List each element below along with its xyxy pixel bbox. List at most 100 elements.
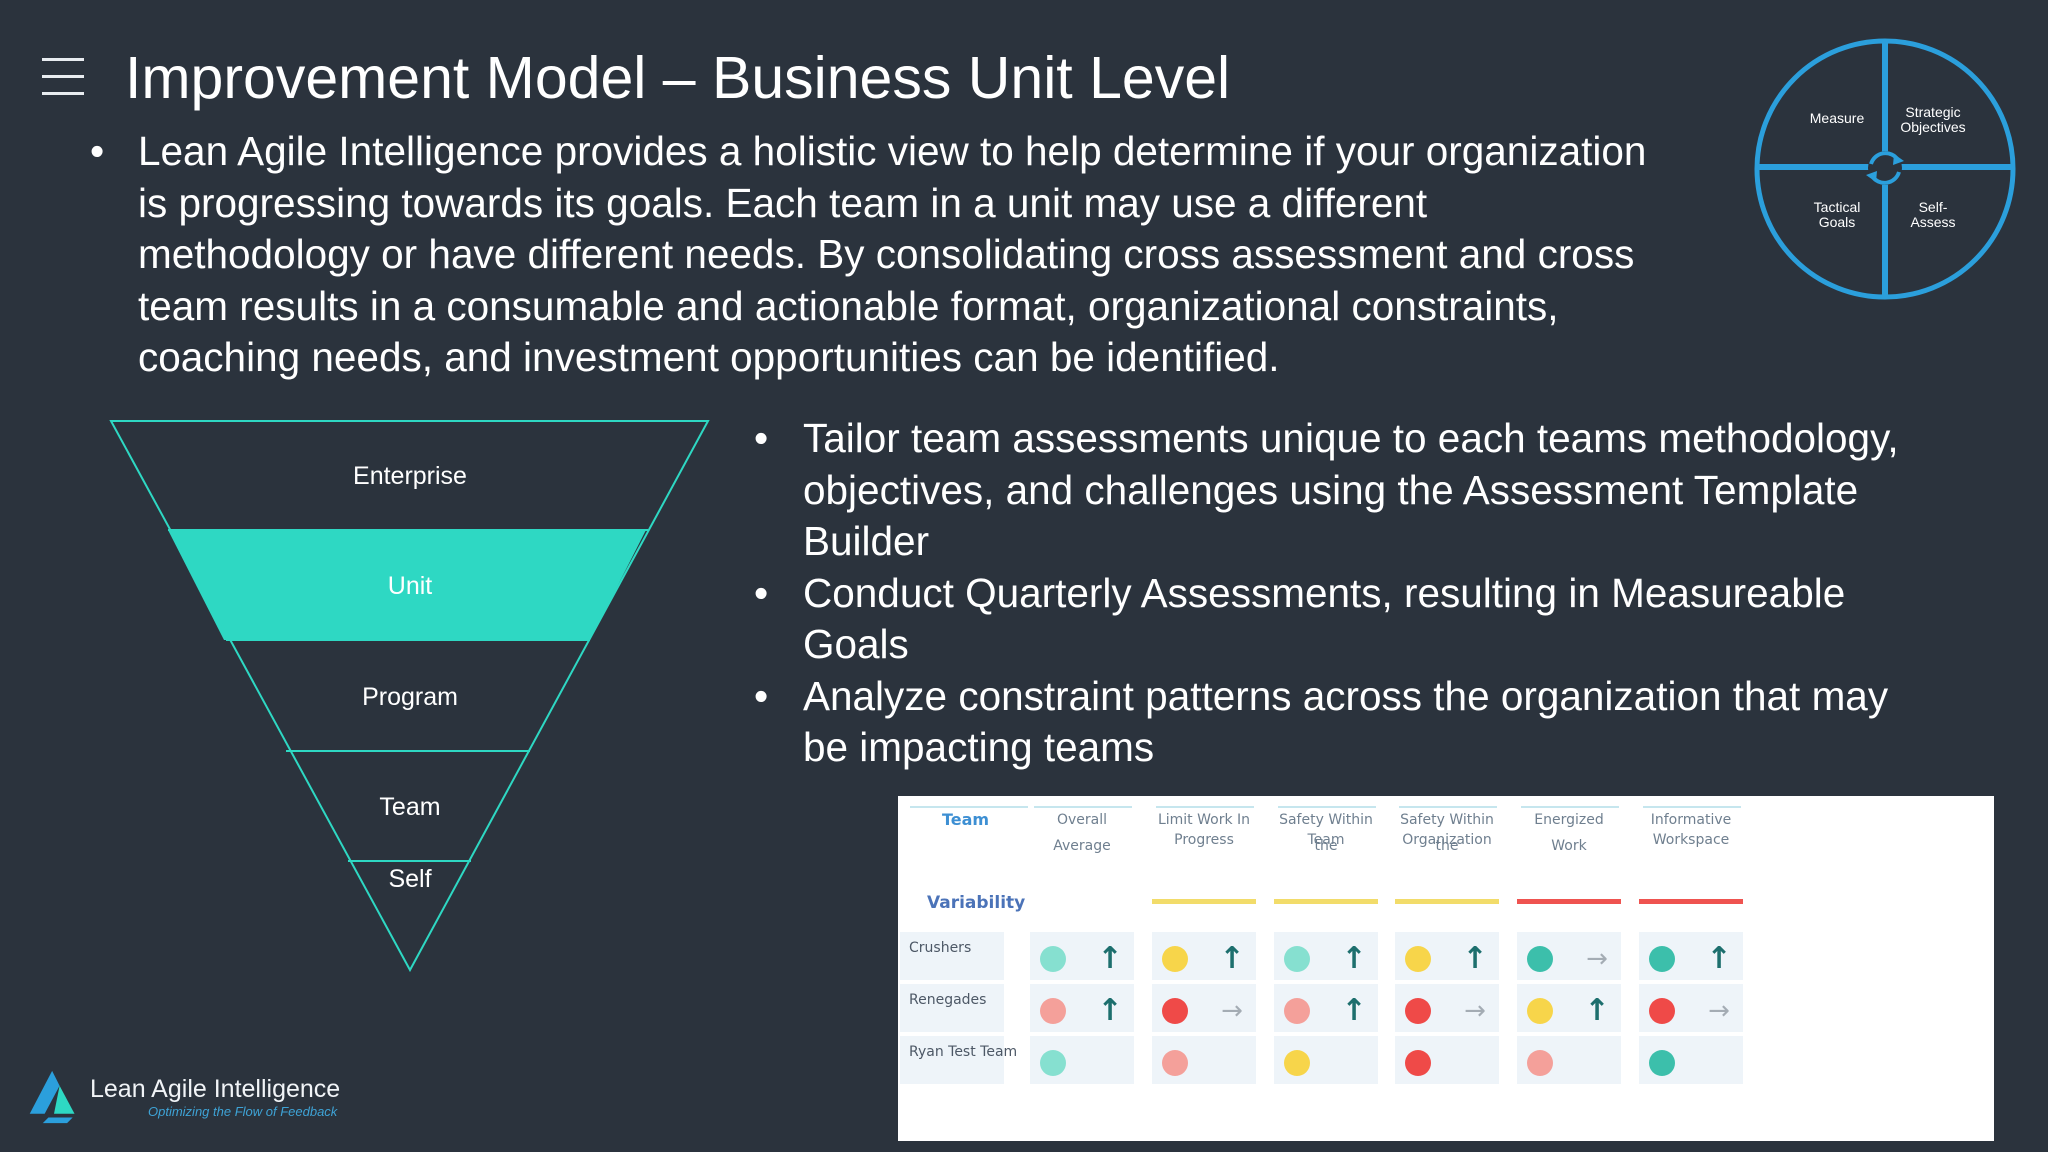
score-dot: [1162, 946, 1188, 972]
score-dot: [1527, 946, 1553, 972]
funnel-highlight-unit: [168, 530, 646, 640]
funnel-level-unit: Unit: [388, 572, 433, 600]
header-underline: [1278, 806, 1376, 808]
intro-line: team results in a consumable and actiona…: [138, 282, 1559, 329]
variability-bar: [1639, 899, 1743, 904]
table-row-team[interactable]: Crushers: [909, 940, 972, 956]
intro-line: methodology or have different needs. By …: [138, 231, 1635, 277]
feature-line: be impacting teams: [803, 724, 1155, 770]
variability-bar: [1395, 899, 1499, 904]
trend-up-arrow-icon: ↑: [1341, 941, 1367, 976]
funnel-level-program: Program: [362, 683, 458, 711]
intro-line: Lean Agile Intelligence provides a holis…: [138, 128, 1647, 174]
column-header-line2: Organization: [1402, 832, 1492, 848]
feature-bullet: Conduct Quarterly Assessments, resulting…: [754, 568, 1994, 671]
score-dot: [1162, 1050, 1188, 1076]
funnel-level-self: Self: [388, 865, 431, 893]
menu-line: [42, 92, 84, 95]
column-header[interactable]: Limit Work In: [1157, 812, 1251, 828]
cycle-label-strategic: Strategic: [1905, 104, 1960, 120]
cycle-label-assess: Assess: [1910, 214, 1955, 230]
menu-line: [42, 58, 84, 61]
funnel-level-enterprise: Enterprise: [353, 462, 467, 490]
trend-flat-arrow-icon: →: [1464, 996, 1486, 1026]
team-column-header[interactable]: Team: [941, 810, 990, 829]
organization-level-funnel: Enterprise Unit Program Team Self: [109, 420, 710, 973]
assessment-dashboard: Team Variability Overall Average Limit Wo…: [898, 796, 1994, 1141]
row-label-cell: [900, 984, 1004, 1032]
header-underline: [1399, 806, 1497, 808]
column-header-line2: Team: [1307, 832, 1345, 848]
feature-bullets: Tailor team assessments unique to each t…: [754, 413, 1994, 774]
intro-line: is progressing towards its goals. Each t…: [138, 179, 1428, 226]
intro-line: coaching needs, and investment opportuni…: [138, 334, 1280, 380]
intro-bullet: Lean Agile Intelligence provides a holis…: [90, 126, 1750, 384]
feature-line: Builder: [803, 518, 930, 564]
feature-line: Analyze constraint patterns across the o…: [803, 672, 1889, 719]
table-row-team[interactable]: Ryan Test Team: [909, 1044, 1018, 1060]
trend-up-arrow-icon: ↑: [1584, 993, 1610, 1028]
feature-bullet: Tailor team assessments unique to each t…: [754, 413, 1994, 568]
feature-line: Tailor team assessments unique to each t…: [803, 415, 1899, 461]
header-underline: [1034, 806, 1132, 808]
column-header-line2: Workspace: [1652, 832, 1730, 848]
score-dot: [1527, 998, 1553, 1024]
variability-bar: [1517, 899, 1621, 904]
trend-up-arrow-icon: ↑: [1097, 941, 1123, 976]
variability-label: Variability: [927, 893, 1026, 913]
column-header[interactable]: Safety Within the: [1279, 812, 1373, 854]
score-dot: [1527, 1050, 1553, 1076]
trend-flat-arrow-icon: →: [1708, 996, 1730, 1026]
cycle-label-goals: Goals: [1819, 214, 1856, 230]
score-dot: [1284, 1050, 1310, 1076]
feature-bullet: Analyze constraint patterns across the o…: [754, 671, 1994, 774]
improvement-cycle-diagram: Measure Strategic Objectives Tactical Go…: [1754, 38, 2016, 300]
trend-up-arrow-icon: ↑: [1097, 993, 1123, 1028]
table-row-team[interactable]: Renegades: [909, 992, 987, 1008]
intro-bullets: Lean Agile Intelligence provides a holis…: [90, 126, 1750, 384]
funnel-level-team: Team: [379, 793, 440, 821]
score-dot: [1284, 998, 1310, 1024]
score-dot: [1162, 998, 1188, 1024]
header-underline: [1643, 806, 1741, 808]
row-label-cell: [900, 932, 1004, 980]
score-dot: [1649, 946, 1675, 972]
menu-line: [42, 75, 84, 78]
column-header[interactable]: Overall Average: [1053, 812, 1111, 854]
cycle-label-self: Self-: [1919, 199, 1948, 215]
column-header-line2: Progress: [1174, 832, 1234, 848]
column-header[interactable]: Energized Work: [1534, 812, 1604, 854]
trend-up-arrow-icon: ↑: [1462, 941, 1488, 976]
menu-icon[interactable]: [42, 58, 84, 102]
row-label-cell: [900, 1036, 1004, 1084]
header-underline: [910, 806, 1028, 808]
column-header[interactable]: Informative: [1650, 812, 1732, 828]
cycle-label-objectives: Objectives: [1900, 119, 1965, 135]
feature-line: Goals: [803, 621, 909, 667]
trend-up-arrow-icon: ↑: [1219, 941, 1245, 976]
brand-tagline: Optimizing the Flow of Feedback: [148, 1104, 338, 1119]
score-dot: [1649, 998, 1675, 1024]
trend-flat-arrow-icon: →: [1586, 944, 1608, 974]
brand-name: Lean Agile Intelligence: [90, 1075, 341, 1103]
variability-bar: [1274, 899, 1378, 904]
cycle-label-measure: Measure: [1810, 110, 1865, 126]
header-underline: [1156, 806, 1254, 808]
score-dot: [1284, 946, 1310, 972]
header-underline: [1521, 806, 1619, 808]
feature-line: Conduct Quarterly Assessments, resulting…: [803, 569, 1846, 616]
feature-line: objectives, and challenges using the Ass…: [803, 466, 1859, 513]
cycle-label-tactical: Tactical: [1814, 199, 1861, 215]
score-dot: [1040, 998, 1066, 1024]
slide-title: Improvement Model – Business Unit Level: [125, 45, 1231, 111]
column-header[interactable]: Safety Within the: [1400, 812, 1494, 854]
score-dot: [1405, 1050, 1431, 1076]
trend-flat-arrow-icon: →: [1221, 996, 1243, 1026]
score-dot: [1405, 946, 1431, 972]
refresh-icon: [1866, 151, 1904, 185]
lean-agile-intelligence-logo-icon: [29, 1070, 75, 1124]
score-dot: [1649, 1050, 1675, 1076]
score-dot: [1405, 998, 1431, 1024]
funnel-outline: [109, 420, 710, 973]
trend-up-arrow-icon: ↑: [1706, 941, 1732, 976]
